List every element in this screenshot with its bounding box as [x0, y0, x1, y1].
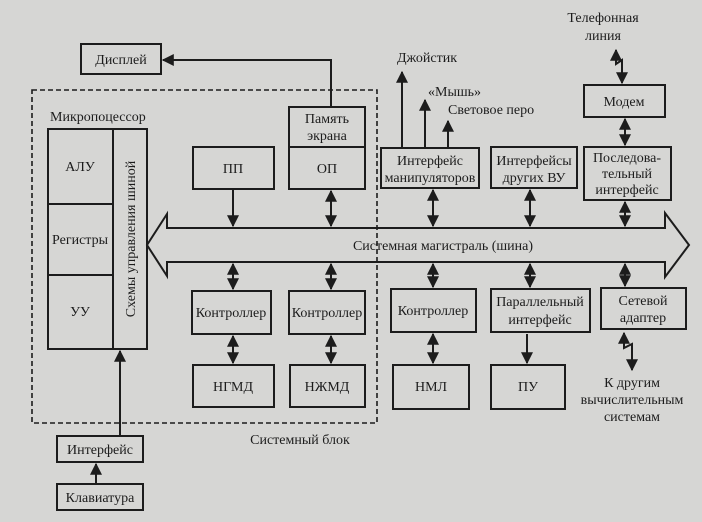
control-unit-label: УУ — [70, 305, 90, 320]
hdd-box: НЖМД — [289, 364, 366, 408]
tape-box: НМЛ — [392, 364, 470, 410]
display-label: Дисплей — [95, 53, 147, 68]
bus-label: Системная магистраль (шина) — [353, 239, 533, 254]
op-label: ОП — [317, 162, 337, 177]
microprocessor-label: Микропоцессор — [50, 110, 146, 125]
controller-box: Контроллер — [390, 288, 477, 333]
memory-box: Память экрана ОП — [288, 106, 366, 190]
screen-to-display-arrow — [161, 54, 332, 107]
phone-line-label-2: линия — [585, 29, 621, 44]
fdd-box: НГМД — [192, 364, 275, 408]
serial-interface-box: Последова- тельный интерфейс — [583, 146, 672, 201]
other-systems-label-3: системам — [604, 410, 660, 425]
modem-box: Модем — [583, 84, 666, 118]
phone-line-label-1: Телефонная — [567, 11, 639, 26]
registers-label: Регистры — [52, 233, 109, 248]
serial-interface-label-3: интерфейс — [595, 183, 658, 198]
network-adapter-label-2: адаптер — [620, 311, 666, 326]
pp-box: ПП — [192, 146, 275, 190]
system-bus — [145, 210, 691, 280]
keyboard-interface-box: Интерфейс — [56, 435, 144, 463]
network-adapter-label-1: Сетевой — [618, 294, 668, 309]
controller-label: Контроллер — [196, 306, 266, 321]
fdd-label: НГМД — [213, 380, 253, 395]
controller-label: Контроллер — [292, 306, 362, 321]
parallel-interface-box: Параллельный интерфейс — [490, 288, 591, 333]
keyboard-box: Клавиатура — [56, 483, 144, 511]
keyboard-label: Клавиатура — [66, 491, 135, 506]
network-adapter-box: Сетевой адаптер — [600, 287, 687, 330]
printer-box: ПУ — [490, 364, 566, 410]
screen-memory-label-1: Память — [305, 112, 349, 127]
hdd-label: НЖМД — [305, 380, 350, 395]
other-interfaces-label-1: Интерфейсы — [496, 154, 572, 169]
other-interfaces-label-2: других ВУ — [503, 171, 566, 186]
printer-label: ПУ — [518, 380, 538, 395]
controller-box: Контроллер — [288, 290, 366, 335]
serial-interface-label-1: Последова- — [593, 151, 661, 166]
modem-label: Модем — [604, 95, 645, 110]
light-pen-label: Световое перо — [448, 103, 534, 118]
manipulator-interface-label-2: манипуляторов — [385, 171, 476, 186]
bus-control-label: Схемы управления шиной — [124, 160, 139, 317]
parallel-interface-label-1: Параллельный — [496, 295, 584, 310]
manipulator-interface-label-1: Интерфейс — [397, 154, 463, 169]
other-systems-label-1: К другим — [604, 376, 660, 391]
manipulator-interface-box: Интерфейс манипуляторов — [380, 147, 480, 189]
other-interfaces-box: Интерфейсы других ВУ — [490, 146, 578, 189]
controller-label: Контроллер — [398, 304, 468, 319]
display-box: Дисплей — [80, 43, 162, 75]
screen-memory-label-2: экрана — [307, 129, 348, 144]
system-block-outline — [31, 89, 378, 424]
microprocessor-box: АЛУ Регистры УУ Схемы управления шиной — [47, 128, 148, 350]
alu-label: АЛУ — [65, 160, 95, 175]
phone-line-zigzag-icon — [610, 48, 628, 85]
mouse-label: «Мышь» — [428, 85, 481, 100]
pp-label: ПП — [223, 162, 243, 177]
other-systems-label-2: вычислительным — [581, 393, 684, 408]
joystick-label: Джойстик — [397, 51, 457, 66]
network-zigzag-icon — [618, 331, 638, 372]
keyboard-interface-label: Интерфейс — [67, 443, 133, 458]
serial-interface-label-2: тельный — [602, 167, 653, 182]
tape-label: НМЛ — [415, 380, 448, 395]
controller-box: Контроллер — [191, 290, 272, 335]
parallel-interface-label-2: интерфейс — [508, 313, 571, 328]
system-block-label: Системный блок — [250, 433, 350, 448]
